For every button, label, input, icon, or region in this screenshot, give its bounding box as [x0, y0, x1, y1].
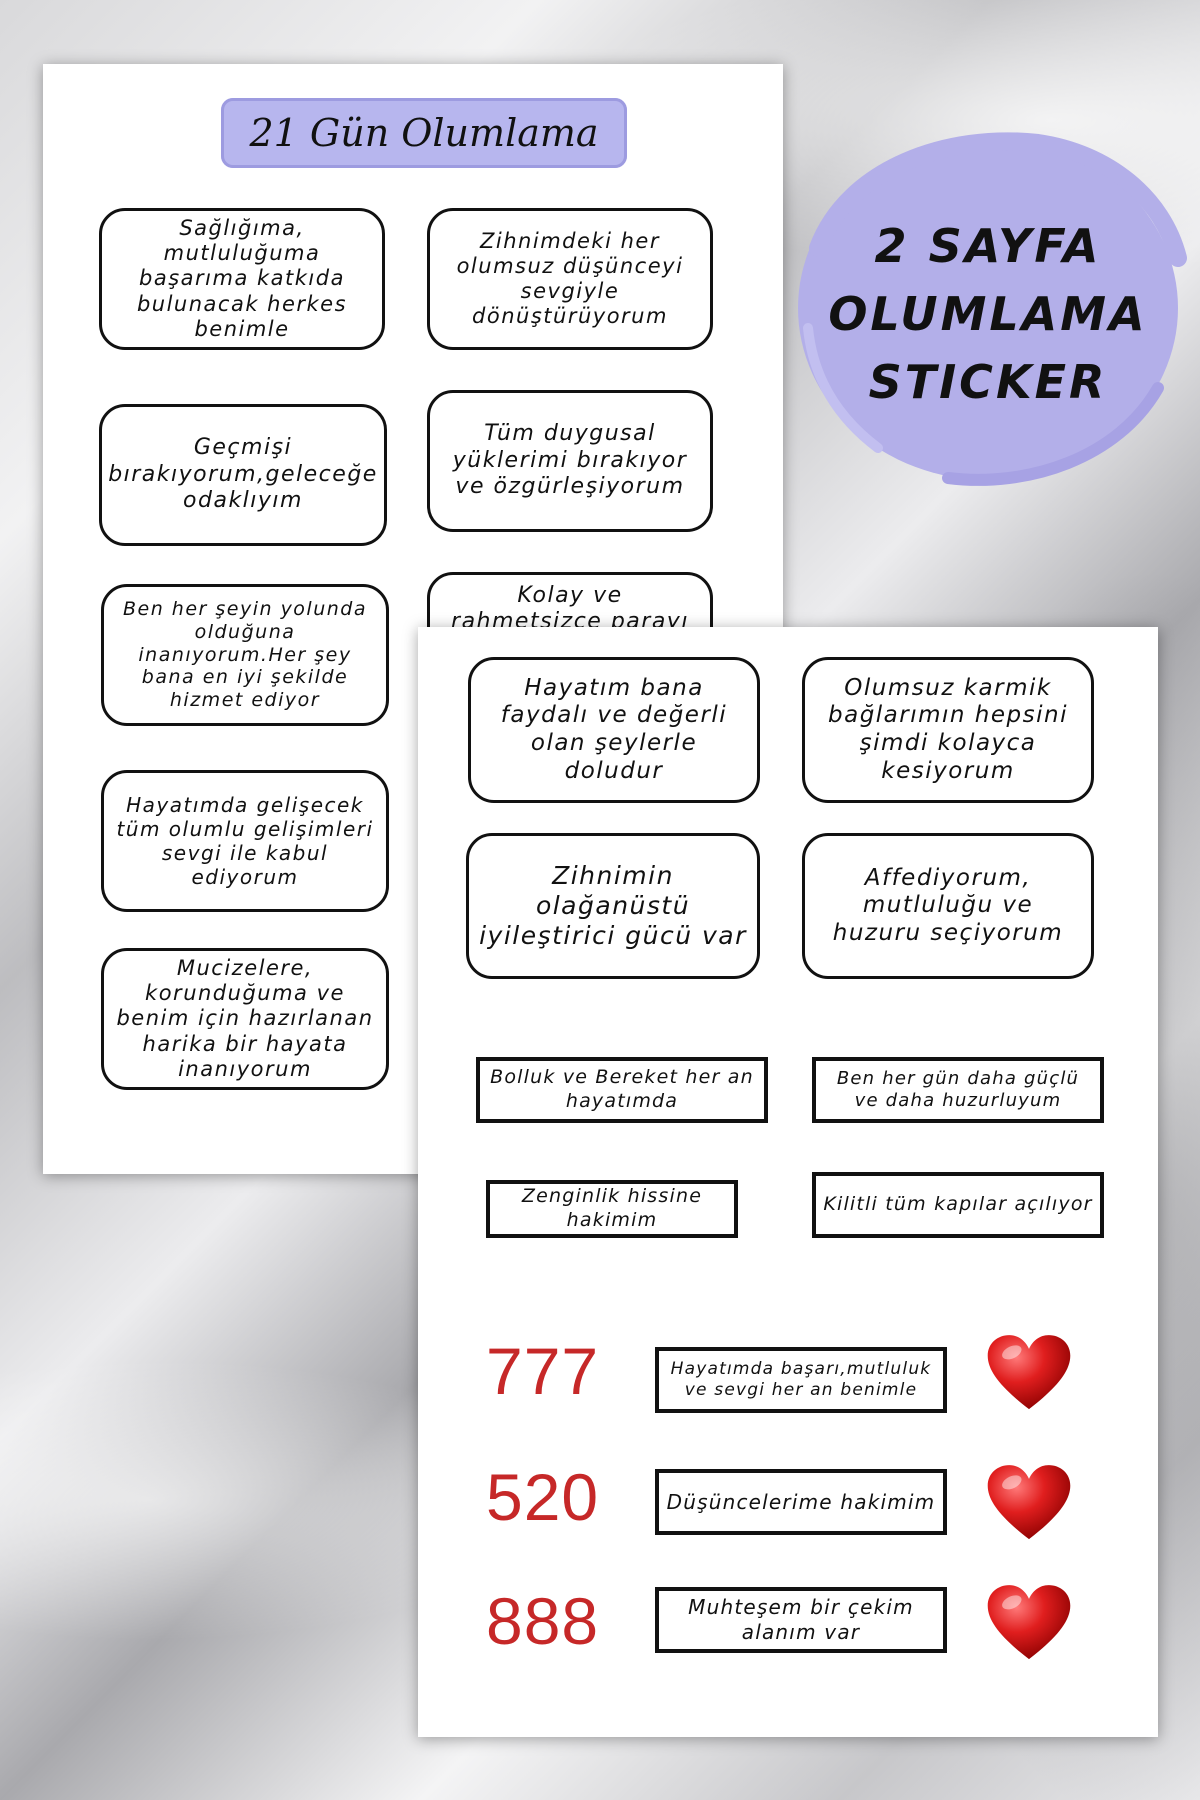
- row-sticker-1: Hayatımda başarı,mutluluk ve sevgi her a…: [655, 1347, 947, 1413]
- row-sticker-3: Muhteşem bir çekim alanım var: [655, 1587, 947, 1653]
- number-520: 520: [486, 1460, 600, 1534]
- sticker-11: Zihnimin olağanüstü iyileştirici gücü va…: [466, 833, 760, 979]
- rect-sticker-1: Bolluk ve Bereket her an hayatımda: [476, 1057, 768, 1123]
- heart-icon: [987, 1465, 1071, 1540]
- badge-line-2: OLUMLAMA: [828, 287, 1148, 341]
- badge-line-3: STICKER: [868, 355, 1108, 409]
- sticker-7: Hayatımda gelişecek tüm olumlu gelişimle…: [101, 770, 389, 912]
- sticker-4: Tüm duygusal yüklerimi bırakıyor ve özgü…: [427, 390, 713, 532]
- heart-icon: [987, 1585, 1071, 1660]
- badge-line-1: 2 SAYFA: [874, 219, 1102, 273]
- row-sticker-2: Düşüncelerime hakimim: [655, 1469, 947, 1535]
- rect-sticker-4: Kilitli tüm kapılar açılıyor: [812, 1172, 1104, 1238]
- brush-circle-badge: [798, 132, 1187, 486]
- sticker-3: Geçmişi bırakıyorum,geleceğe odaklıyım: [99, 404, 387, 546]
- sticker-page-1: 21 Gün Olumlama Sağlığıma, mutluluğuma b…: [43, 64, 783, 1174]
- rect-sticker-2: Ben her gün daha güçlü ve daha huzurluyu…: [812, 1057, 1104, 1123]
- sticker-8: Mucizelere, korunduğuma ve benim için ha…: [101, 948, 389, 1090]
- sticker-5: Ben her şeyin yolunda olduğuna inanıyoru…: [101, 584, 389, 726]
- number-888: 888: [486, 1584, 600, 1658]
- sticker-10: Olumsuz karmik bağlarımın hepsini şimdi …: [802, 657, 1094, 803]
- sticker-1: Sağlığıma, mutluluğuma başarıma katkıda …: [99, 208, 385, 350]
- sticker-2: Zihnimdeki her olumsuz düşünceyi sevgiyl…: [427, 208, 713, 350]
- rect-sticker-3: Zenginlik hissine hakimim: [486, 1180, 738, 1238]
- number-777: 777: [486, 1334, 600, 1408]
- badge-text: 2 SAYFA OLUMLAMA STICKER: [788, 212, 1188, 416]
- sticker-9: Hayatım bana faydalı ve değerli olan şey…: [468, 657, 760, 803]
- page-title: 21 Gün Olumlama: [221, 98, 627, 168]
- heart-icon: [987, 1335, 1071, 1410]
- sticker-12: Affediyorum, mutluluğu ve huzuru seçiyor…: [802, 833, 1094, 979]
- sticker-page-2: Hayatım bana faydalı ve değerli olan şey…: [418, 627, 1158, 1737]
